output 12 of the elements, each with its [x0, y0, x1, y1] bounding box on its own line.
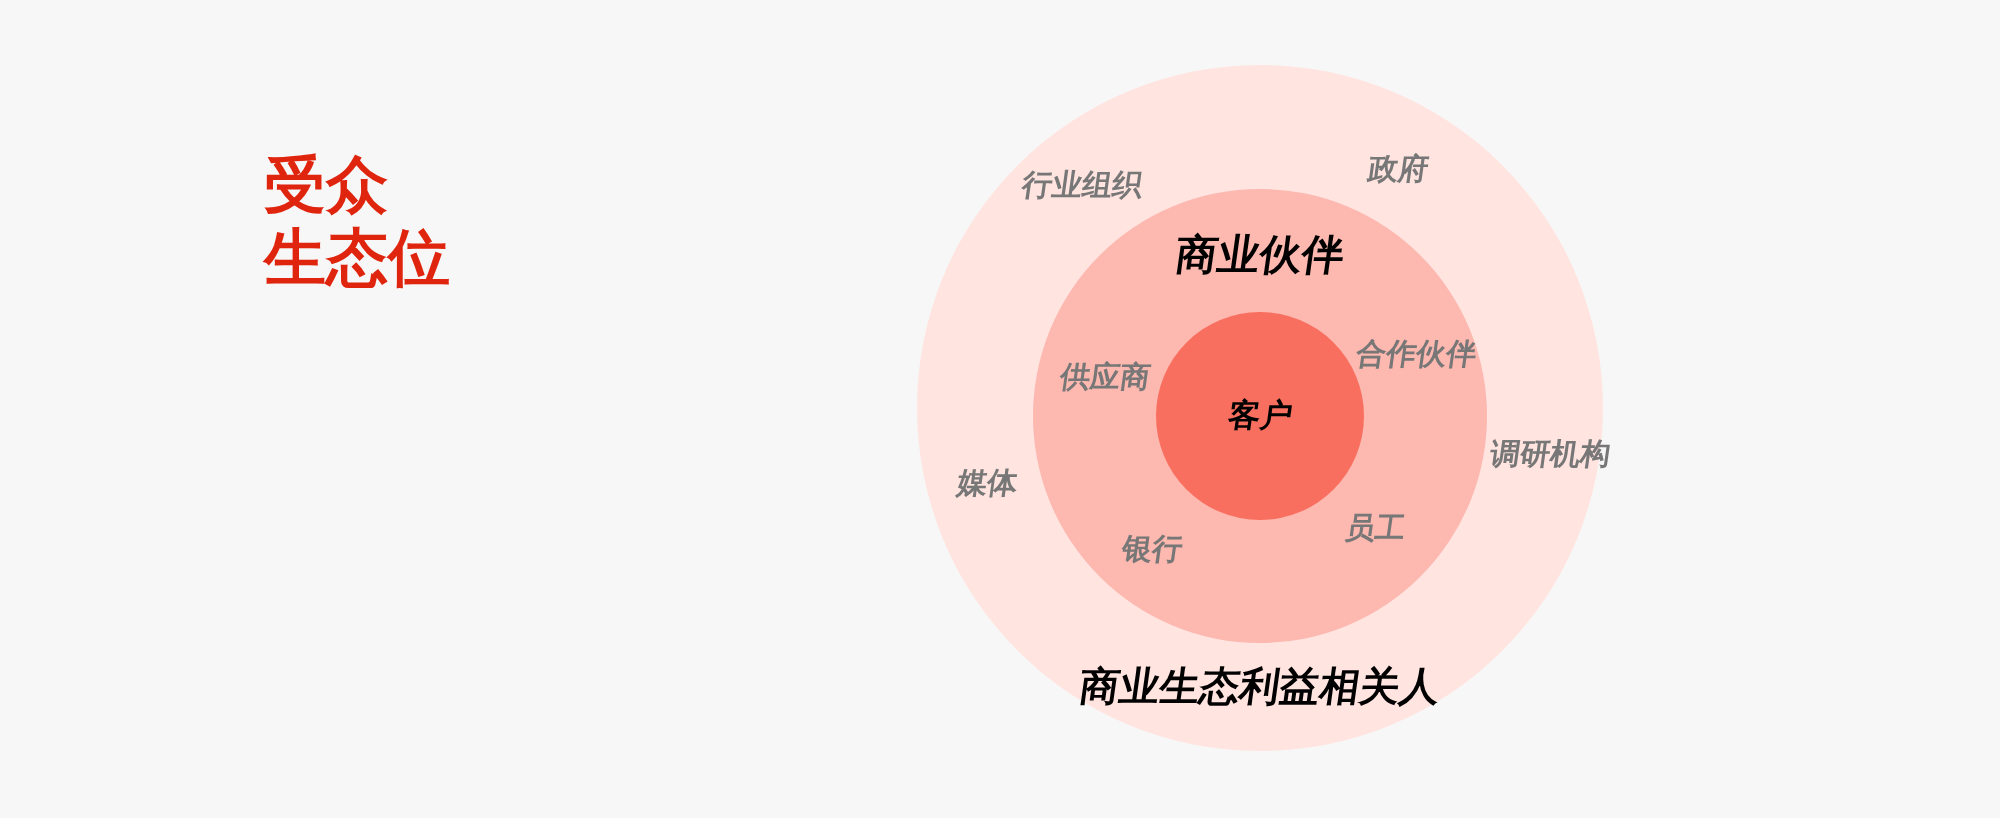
circle-heading: 商业生态利益相关人 [1076, 664, 1444, 708]
ring-label: 合作伙伴 [1353, 336, 1479, 370]
ring-label: 供应商 [1057, 359, 1153, 393]
circle-heading: 商业伙伴 [1172, 231, 1348, 279]
title: 受众生态位 [264, 148, 450, 295]
ring-label: 政府 [1365, 151, 1431, 185]
ring-label: 调研机构 [1487, 436, 1613, 470]
circle-label: 客户 [1225, 398, 1295, 434]
ring-label: 媒体 [954, 465, 1020, 499]
ring-label: 行业组织 [1019, 167, 1145, 201]
ring-label: 银行 [1119, 531, 1185, 565]
ring-label: 员工 [1342, 510, 1408, 544]
